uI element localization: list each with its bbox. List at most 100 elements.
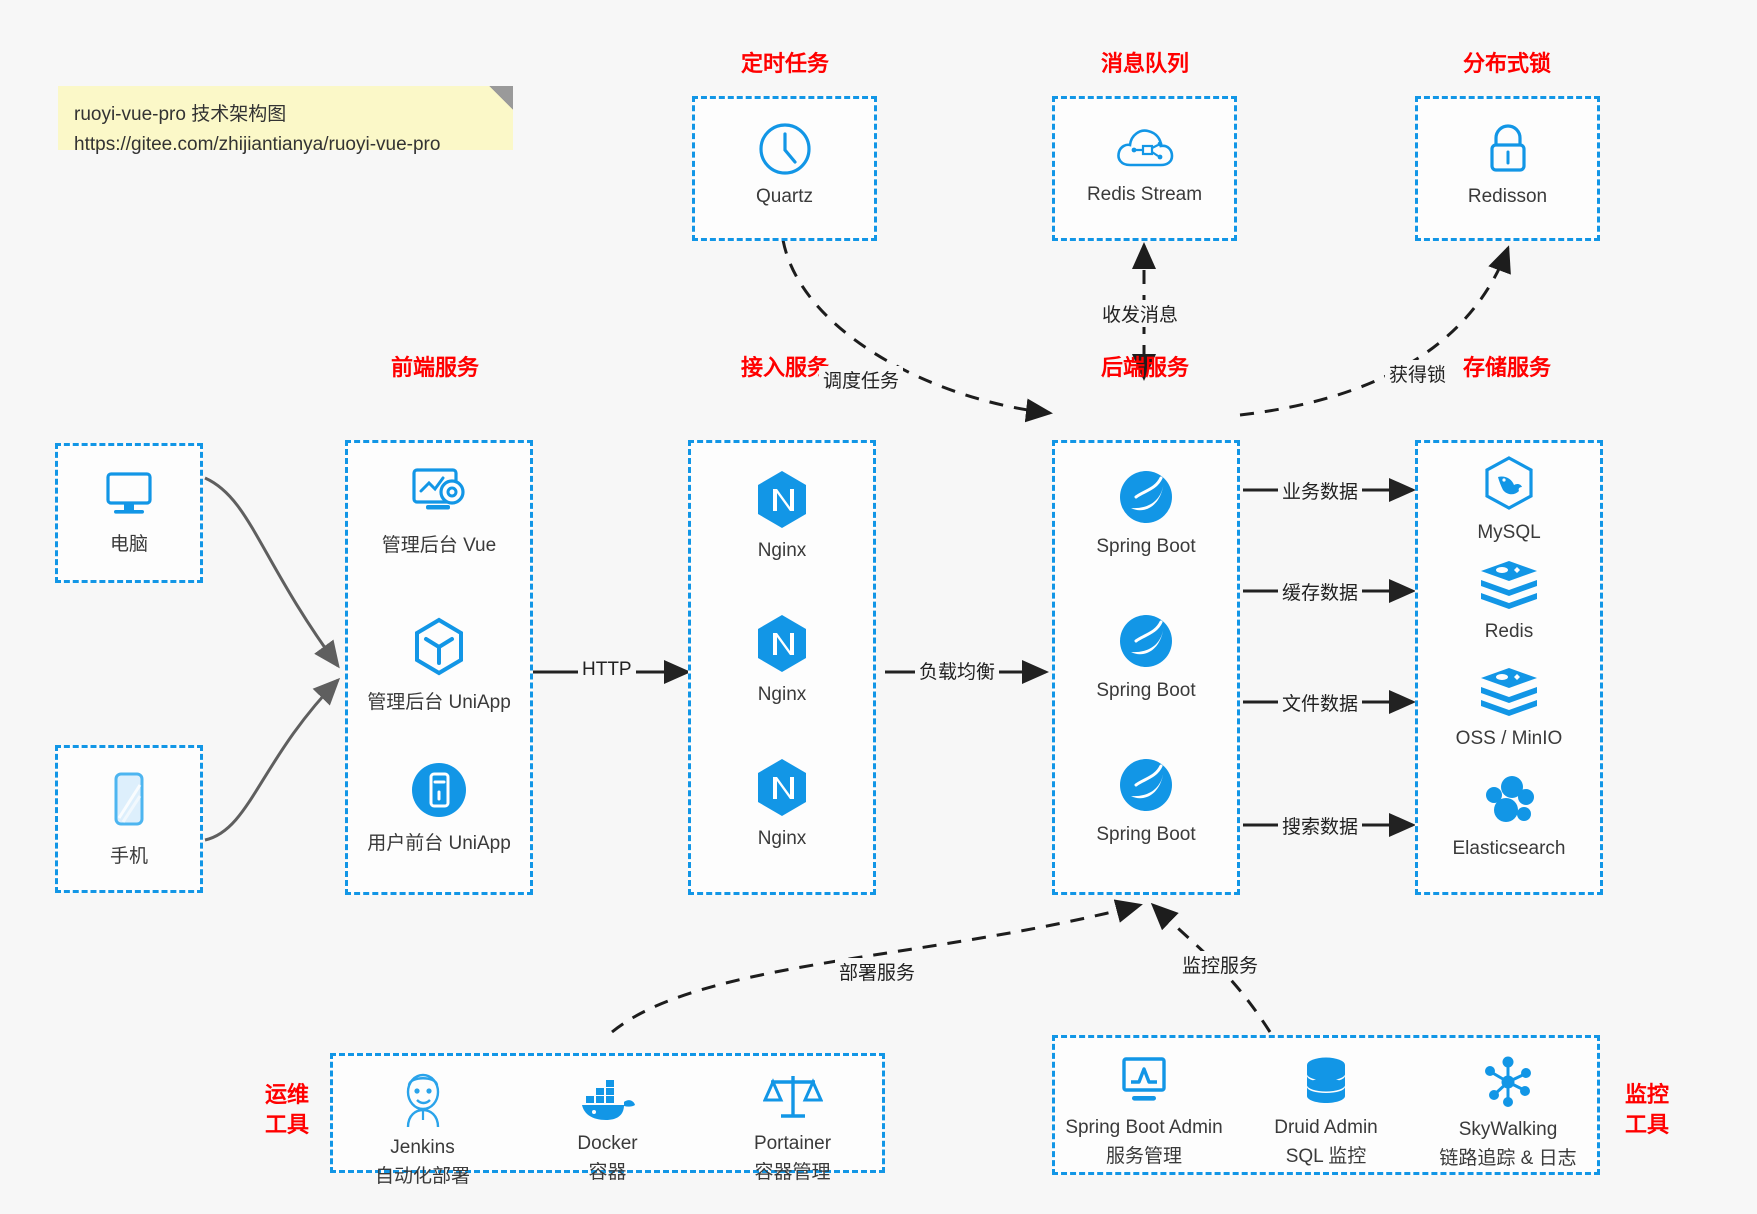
node-label: 管理后台 UniApp — [367, 692, 511, 713]
node-label: SkyWalking — [1458, 1119, 1558, 1140]
mysql-icon — [1485, 456, 1533, 510]
smartphone-icon — [114, 772, 144, 826]
node-mysql[interactable]: MySQL — [1418, 455, 1600, 544]
node-nginx-1[interactable]: Nginx — [691, 469, 873, 562]
group-title-frontend: 前端服务 — [390, 355, 479, 380]
diagram-note: ruoyi-vue-pro 技术架构图 https://gitee.com/zh… — [58, 86, 513, 155]
node-label: Quartz — [755, 186, 814, 207]
group-gateway: Nginx Nginx Nginx — [688, 440, 876, 895]
node-label: Redis — [1484, 621, 1534, 642]
node-label: Jenkins — [390, 1137, 455, 1158]
edge-label-cache-data: 缓存数据 — [1278, 578, 1363, 605]
edge-label-monitor-service: 监控服务 — [1178, 951, 1263, 978]
monitor-title-line2: 工具 — [1624, 1112, 1669, 1137]
node-elasticsearch[interactable]: Elasticsearch — [1418, 773, 1600, 860]
group-title-backend: 后端服务 — [1100, 355, 1189, 380]
node-user-uniapp[interactable]: 用户前台 UniApp — [348, 761, 530, 855]
node-spring-boot-3[interactable]: Spring Boot — [1055, 755, 1237, 846]
node-sublabel: 链路追踪 & 日志 — [1439, 1148, 1577, 1169]
edge-label-http: HTTP — [578, 659, 636, 681]
node-portainer[interactable]: Portainer 容器管理 — [518, 1070, 1067, 1184]
edge-label-load-balance: 负载均衡 — [915, 657, 1000, 684]
spring-boot-icon — [1120, 615, 1172, 667]
note-url: https://gitee.com/zhijiantianya/ruoyi-vu… — [74, 134, 441, 155]
node-label: Spring Boot — [1096, 824, 1196, 845]
group-title-gateway: 接入服务 — [740, 355, 829, 380]
node-label: 电脑 — [109, 534, 148, 555]
group-storage: MySQL Redis OSS / MinIO — [1415, 440, 1603, 895]
node-redisson[interactable]: Redisson — [1418, 121, 1597, 208]
node-redis[interactable]: Redis — [1418, 558, 1600, 643]
group-title-monitor: 监控 工具 — [1612, 1080, 1682, 1140]
node-label: Redisson — [1467, 186, 1548, 207]
node-label: Spring Boot Admin — [1065, 1117, 1223, 1138]
node-label: Nginx — [757, 540, 807, 561]
node-spring-boot-2[interactable]: Spring Boot — [1055, 611, 1237, 702]
node-label: Nginx — [757, 684, 807, 705]
node-label: Spring Boot — [1096, 680, 1196, 701]
node-label: Portainer — [753, 1133, 832, 1154]
node-spring-boot-1[interactable]: Spring Boot — [1055, 467, 1237, 558]
node-druid-admin[interactable]: Druid Admin SQL 监控 — [1055, 1054, 1597, 1168]
node-docker[interactable]: Docker 容器 — [333, 1076, 882, 1184]
dashboard-gear-icon — [412, 468, 465, 510]
desktop-icon — [106, 472, 152, 514]
jenkins-icon — [406, 1073, 439, 1128]
node-redis-stream[interactable]: Redis Stream — [1055, 121, 1234, 206]
redis-icon — [1481, 668, 1537, 716]
nginx-icon — [758, 615, 806, 672]
edge-label-send-receive-message: 收发消息 — [1098, 300, 1183, 327]
docker-icon — [581, 1080, 635, 1120]
elasticsearch-icon — [1486, 776, 1534, 822]
node-jenkins[interactable]: Jenkins 自动化部署 — [148, 1070, 697, 1188]
node-label: 用户前台 UniApp — [367, 833, 511, 854]
node-label: Docker — [577, 1133, 638, 1154]
node-pc[interactable]: 电脑 — [58, 466, 200, 556]
node-oss-minio[interactable]: OSS / MinIO — [1418, 665, 1600, 750]
node-label: Redis Stream — [1086, 184, 1203, 205]
nginx-icon — [758, 759, 806, 816]
node-label: Elasticsearch — [1452, 838, 1566, 859]
node-sublabel: 容器管理 — [754, 1162, 831, 1183]
note-title: ruoyi-vue-pro 技术架构图 — [74, 104, 287, 125]
group-lock: Redisson — [1415, 96, 1600, 241]
group-client-pc: 电脑 — [55, 443, 203, 583]
node-sublabel: SQL 监控 — [1285, 1146, 1367, 1167]
cloud-network-icon — [1116, 129, 1173, 167]
node-admin-vue[interactable]: 管理后台 Vue — [348, 465, 530, 557]
node-admin-uniapp[interactable]: 管理后台 UniApp — [348, 616, 530, 714]
group-monitor: Spring Boot Admin 服务管理 Druid Admin SQL 监… — [1052, 1035, 1600, 1175]
devops-title-line1: 运维 — [264, 1082, 309, 1107]
group-backend: Spring Boot Spring Boot Spring Boot — [1052, 440, 1240, 895]
group-devops: Jenkins 自动化部署 Docker 容器 — [330, 1053, 885, 1187]
node-spring-boot-admin[interactable]: Spring Boot Admin 服务管理 — [873, 1054, 1415, 1168]
edge-label-business-data: 业务数据 — [1278, 477, 1363, 504]
edge-label-file-data: 文件数据 — [1278, 689, 1363, 716]
node-nginx-3[interactable]: Nginx — [691, 757, 873, 850]
redis-icon — [1481, 561, 1537, 609]
edge-label-search-data: 搜索数据 — [1278, 812, 1363, 839]
node-sublabel: 容器 — [588, 1162, 627, 1183]
devops-title-line2: 工具 — [264, 1112, 309, 1137]
node-label: Druid Admin — [1274, 1117, 1378, 1138]
monitor-chart-icon — [1122, 1057, 1166, 1101]
node-label: MySQL — [1477, 522, 1541, 543]
node-nginx-2[interactable]: Nginx — [691, 613, 873, 706]
note-fold-icon — [489, 86, 513, 110]
node-label: 手机 — [109, 846, 148, 867]
cube-icon — [415, 617, 463, 676]
node-sublabel: 服务管理 — [1105, 1146, 1182, 1167]
clock-icon — [758, 123, 811, 175]
node-phone[interactable]: 手机 — [58, 770, 200, 868]
node-skywalking[interactable]: SkyWalking 链路追踪 & 日志 — [1237, 1054, 1757, 1170]
edge-label-schedule-task: 调度任务 — [819, 366, 904, 393]
nginx-icon — [758, 471, 806, 528]
scales-icon — [762, 1076, 823, 1118]
node-quartz[interactable]: Quartz — [695, 121, 874, 208]
group-title-mq: 消息队列 — [1100, 51, 1189, 76]
spring-boot-icon — [1120, 759, 1172, 811]
lock-icon — [1489, 124, 1526, 172]
group-title-devops: 运维 工具 — [252, 1080, 322, 1140]
edge-label-acquire-lock: 获得锁 — [1385, 360, 1451, 387]
